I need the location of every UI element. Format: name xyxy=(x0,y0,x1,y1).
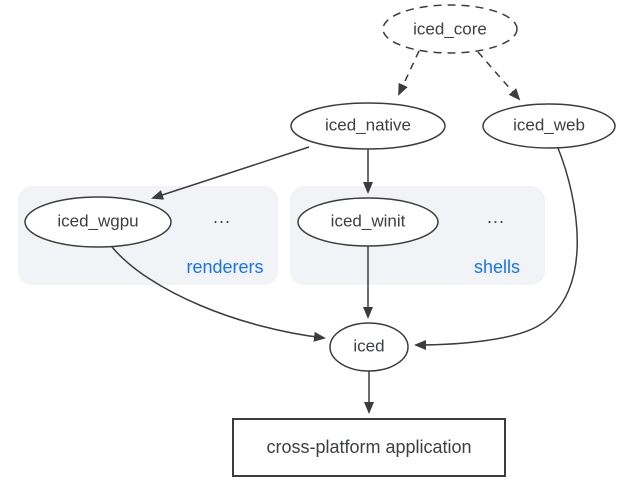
app-label: cross-platform application xyxy=(266,437,472,457)
edge-core-to-web xyxy=(477,51,521,101)
iced-wgpu-label: iced_wgpu xyxy=(57,211,139,231)
renderers-ellipsis: ... xyxy=(212,207,232,227)
iced-winit-node xyxy=(297,197,439,247)
edge-web-to-iced xyxy=(414,147,578,350)
renderers-group-label: renderers xyxy=(186,257,264,277)
iced-web-label: iced_web xyxy=(513,115,585,135)
iced-native-label: iced_native xyxy=(324,115,412,135)
shells-ellipsis: ... xyxy=(486,207,506,227)
iced-native-node xyxy=(290,102,446,150)
edge-core-to-native xyxy=(398,50,420,96)
iced-node xyxy=(329,322,409,372)
iced-winit-label: iced_winit xyxy=(330,211,406,231)
edge-native-to-wgpu xyxy=(151,146,310,200)
edge-wgpu-to-iced xyxy=(111,246,326,342)
iced-label: iced xyxy=(353,336,385,356)
iced-web-node xyxy=(482,103,616,149)
shells-group-label: shells xyxy=(473,257,521,277)
iced-core-label: iced_core xyxy=(413,19,487,39)
iced-wgpu-node xyxy=(24,196,172,248)
iced-core-node xyxy=(382,4,518,54)
app-node-box xyxy=(232,418,506,477)
